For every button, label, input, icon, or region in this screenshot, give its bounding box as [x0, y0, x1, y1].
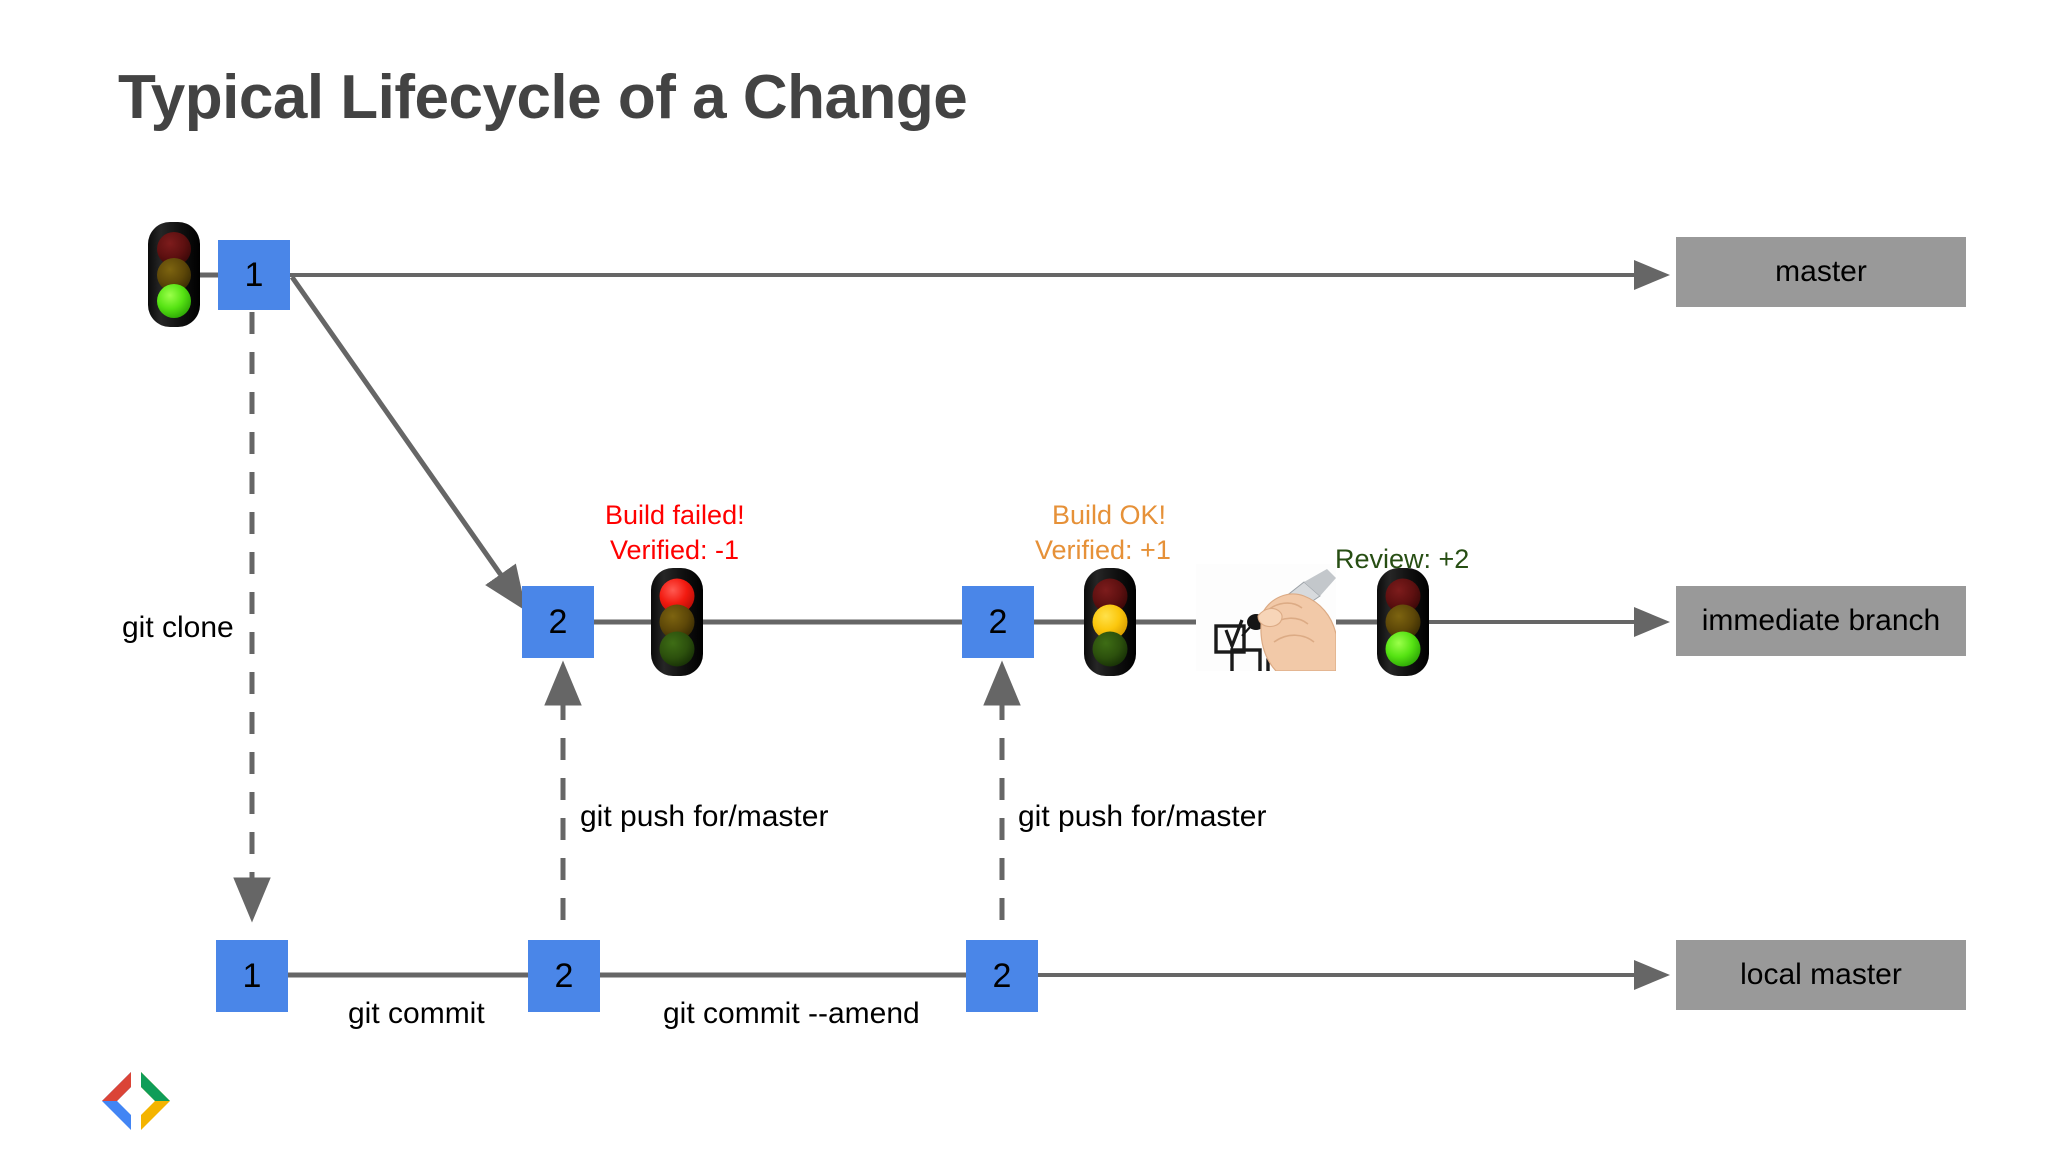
status-build-failed-line1: Build failed!: [605, 500, 745, 530]
immediate-branch-box[interactable]: immediate branch: [1676, 586, 1966, 656]
commit-node-master-1[interactable]: 1: [218, 240, 290, 310]
traffic-light-build-failed-graphic: [651, 568, 703, 676]
traffic-light-review-approved-graphic: [1377, 568, 1429, 676]
commit-node-branch-build-ok[interactable]: 2: [962, 586, 1034, 658]
status-build-failed-line2: Verified: -1: [610, 535, 740, 565]
commit-node-local-2b[interactable]: 2: [966, 940, 1038, 1012]
edge-label-git-commit: git commit: [348, 997, 485, 1030]
edge-label-git-clone: git clone: [122, 611, 234, 644]
commit-node-branch-build-failed[interactable]: 2: [522, 586, 594, 658]
traffic-light-build-ok-graphic: [1084, 568, 1136, 676]
status-review: Review: +2: [1335, 544, 1470, 574]
traffic-light-clone-graphic: [148, 222, 200, 327]
master-branch-box[interactable]: master: [1676, 237, 1966, 307]
status-build-ok-line1: Build OK!: [1052, 500, 1167, 530]
status-build-ok-line2: Verified: +1: [1035, 535, 1171, 565]
edge-label-git-commit-amend: git commit --amend: [663, 997, 920, 1030]
local-master-branch-box[interactable]: local master: [1676, 940, 1966, 1010]
checklist-hand-pen-photo: [1196, 564, 1336, 671]
commit-node-local-2a[interactable]: 2: [528, 940, 600, 1012]
page-title: Typical Lifecycle of a Change: [118, 63, 968, 132]
commit-node-local-1[interactable]: 1: [216, 940, 288, 1012]
google-developers-logo: [100, 1070, 172, 1132]
edge-label-git-push-2: git push for/master: [1018, 800, 1267, 833]
edge-label-git-push-1: git push for/master: [580, 800, 829, 833]
